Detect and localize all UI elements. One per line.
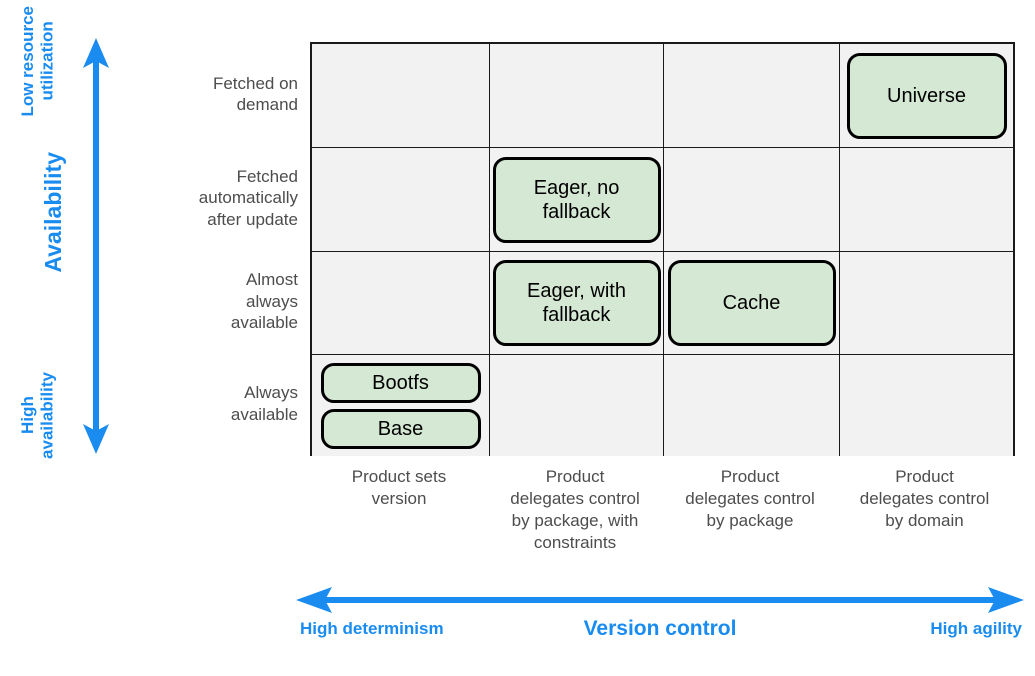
matrix-node[interactable]: Eager, no fallback: [492, 156, 661, 243]
matrix-node[interactable]: Bootfs: [320, 362, 481, 403]
matrix-node[interactable]: Base: [320, 408, 481, 449]
row-label-2: Almost always available: [230, 270, 298, 333]
matrix-node[interactable]: Eager, with fallback: [492, 260, 661, 346]
column-header-0: Product sets version: [351, 467, 447, 509]
matrix-cell-r3-c1: [490, 355, 664, 456]
row-label-0: Fetched on demand: [212, 73, 298, 114]
axis-label-high-availability: High availability: [18, 372, 57, 459]
matrix-cell-r1-c2: [664, 148, 840, 252]
matrix-cell-r2-c2: Cache: [664, 252, 840, 355]
matrix-cell-r1-c3: [840, 148, 1013, 252]
axis-label-high-agility: High agility: [930, 619, 1022, 638]
matrix-cell-r1-c0: [312, 148, 490, 252]
matrix-node[interactable]: Universe: [846, 52, 1007, 139]
availability-axis: Low resource utilization Availability Hi…: [0, 0, 300, 470]
matrix-cell-r3-c3: [840, 355, 1013, 456]
axis-label-low-resource-utilization: Low resource utilization: [18, 6, 57, 117]
column-header-3: Product delegates control by domain: [859, 467, 990, 531]
axis-title-availability: Availability: [40, 152, 66, 273]
matrix-cell-r0-c0: [312, 44, 490, 148]
row-label-1: Fetched automatically after update: [198, 166, 298, 229]
column-header-2: Product delegates control by package: [685, 467, 815, 531]
matrix-cell-r2-c1: Eager, with fallback: [490, 252, 664, 355]
axis-label-high-determinism: High determinism: [300, 619, 444, 638]
axis-title-version-control: Version control: [583, 617, 737, 640]
availability-double-arrow-icon: [83, 38, 109, 454]
matrix-cell-r0-c2: [664, 44, 840, 148]
version-control-axis: High determinism Version control High ag…: [296, 583, 1024, 653]
matrix-cell-r2-c3: [840, 252, 1013, 355]
row-label-3: Always available: [230, 383, 298, 424]
matrix-cell-r2-c0: [312, 252, 490, 355]
column-header-1: Product delegates control by package, wi…: [510, 467, 640, 553]
column-header-group: Product sets version Product delegates co…: [310, 466, 1015, 554]
matrix-cell-r0-c1: [490, 44, 664, 148]
matrix-node[interactable]: Cache: [667, 260, 836, 346]
matrix-cell-r0-c3: Universe: [840, 44, 1013, 148]
matrix-cell-r1-c1: Eager, no fallback: [490, 148, 664, 252]
version-control-double-arrow-icon: [296, 587, 1024, 613]
matrix-cell-r3-c2: [664, 355, 840, 456]
